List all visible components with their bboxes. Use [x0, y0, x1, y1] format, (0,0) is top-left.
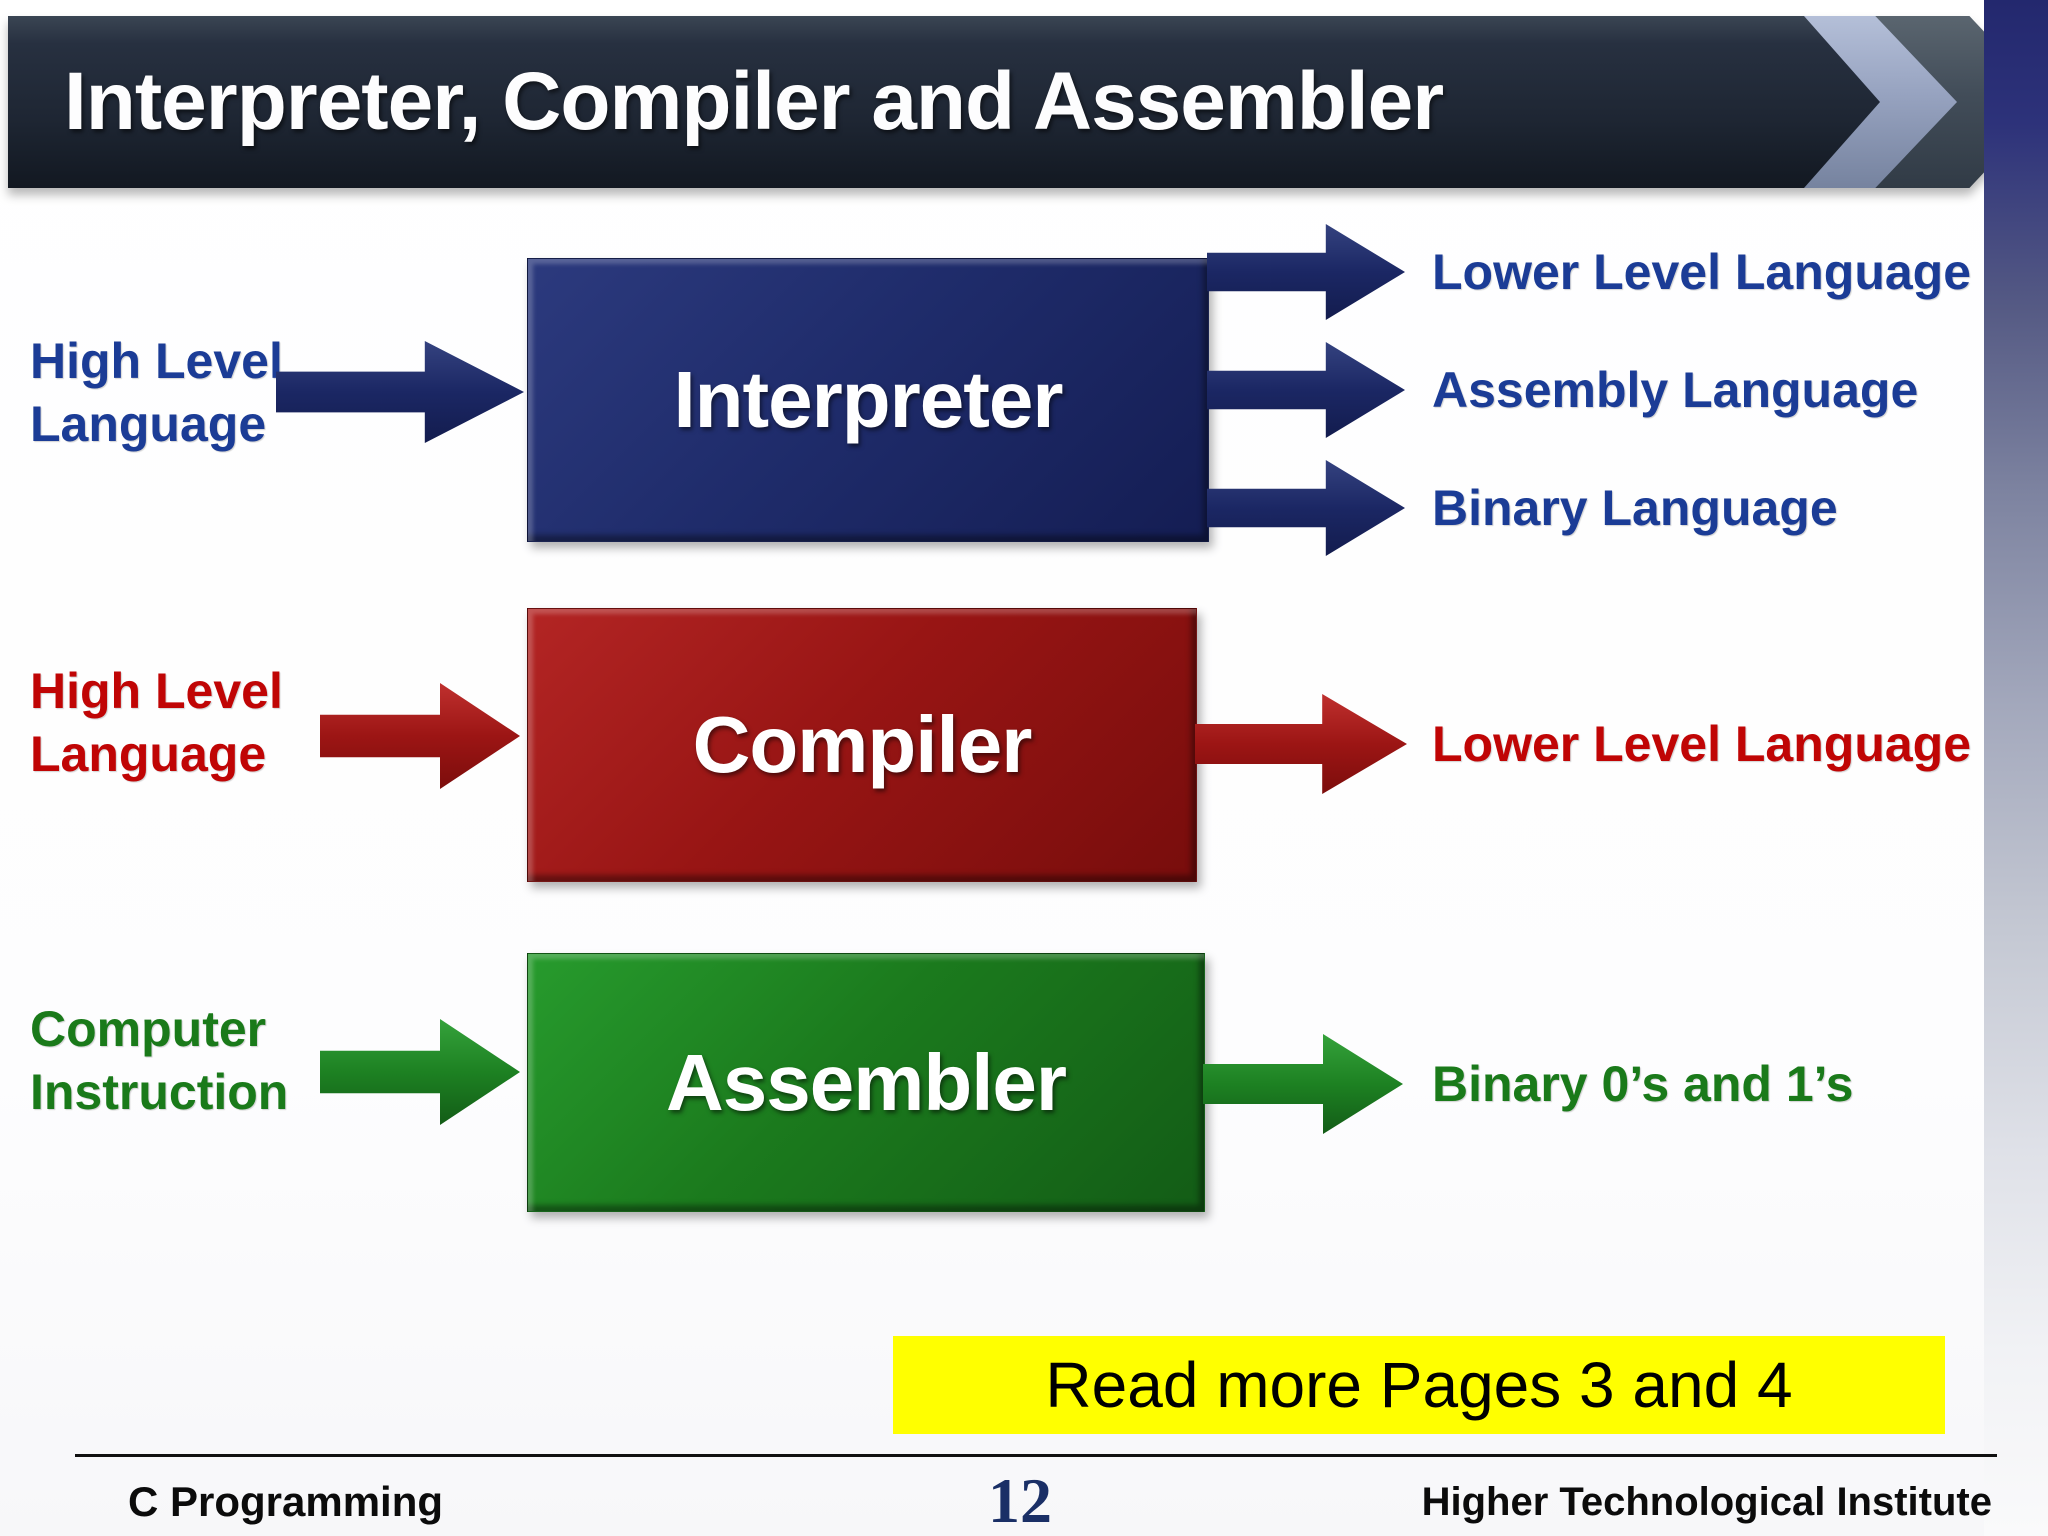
page-title: Interpreter, Compiler and Assembler: [64, 56, 1444, 147]
arrow-right-icon: [276, 341, 524, 443]
interpreter-output-label: Assembly Language: [1432, 362, 1919, 418]
arrow-right-icon: [320, 683, 520, 789]
arrow-right-icon: [1207, 224, 1405, 320]
arrow-right-icon: [1203, 1034, 1403, 1134]
note-text: Read more Pages 3 and 4: [1045, 1349, 1793, 1421]
footer-divider: [75, 1454, 1997, 1457]
arrow-right-icon: [1195, 694, 1407, 794]
title-banner: Interpreter, Compiler and Assembler: [8, 16, 1880, 188]
compiler-output-label: Lower Level Language: [1432, 716, 1972, 772]
compiler-input-label: High Level Language: [30, 663, 283, 782]
title-banner-group: Interpreter, Compiler and Assembler: [0, 0, 2048, 220]
right-gradient-band: [1984, 0, 2048, 1536]
footer-page-number: 12: [988, 1465, 1052, 1536]
interpreter-input-label: High Level Language: [30, 333, 283, 452]
compiler-box-label: Compiler: [692, 700, 1033, 789]
interpreter-output-label: Lower Level Language: [1432, 244, 1972, 300]
arrow-right-icon: [1207, 342, 1405, 438]
footer-course-label: C Programming: [128, 1478, 444, 1525]
assembler-box: Assembler: [527, 953, 1205, 1212]
note-highlight: Read more Pages 3 and 4: [893, 1336, 1945, 1434]
assembler-output-label: Binary 0’s and 1’s: [1432, 1056, 1854, 1112]
footer-institution-label: Higher Technological Institute: [1421, 1480, 1992, 1524]
assembler-box-label: Assembler: [665, 1037, 1067, 1127]
assembler-input-label: Computer Instruction: [30, 1001, 289, 1120]
compiler-box: Compiler: [527, 608, 1197, 882]
arrow-right-icon: [320, 1019, 520, 1125]
arrow-right-icon: [1207, 460, 1405, 556]
interpreter-box-label: Interpreter: [673, 355, 1063, 444]
interpreter-output-label: Binary Language: [1432, 480, 1838, 536]
interpreter-box: Interpreter: [527, 258, 1209, 542]
